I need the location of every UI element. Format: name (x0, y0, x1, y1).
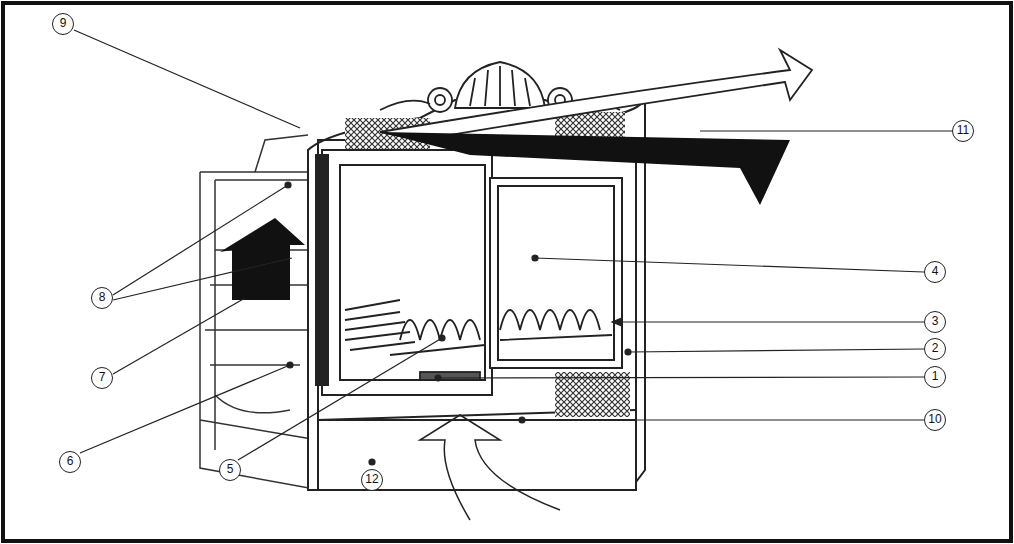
callout-number: 3 (924, 311, 946, 333)
fire (345, 300, 612, 380)
callout-number: 9 (52, 13, 74, 35)
callout-number: 12 (361, 469, 383, 491)
cool-air-arrow (420, 415, 560, 520)
callout-number: 7 (91, 367, 113, 389)
frame-border (3, 3, 1011, 541)
callout-number: 4 (924, 261, 946, 283)
callout-number: 8 (91, 287, 113, 309)
callout-number: 5 (219, 459, 241, 481)
callout-number: 10 (924, 409, 946, 431)
bottom-grille (555, 372, 630, 417)
doors (316, 150, 622, 395)
leader-lines (74, 30, 952, 465)
warm-air-arrow (380, 50, 812, 140)
callout-number: 11 (952, 120, 974, 142)
callout-number: 2 (924, 338, 946, 360)
convection-arrow (220, 218, 305, 300)
callout-number: 1 (924, 366, 946, 388)
callout-number: 6 (59, 451, 81, 473)
warm-air-arrow (380, 132, 790, 205)
stove-body (200, 135, 320, 490)
